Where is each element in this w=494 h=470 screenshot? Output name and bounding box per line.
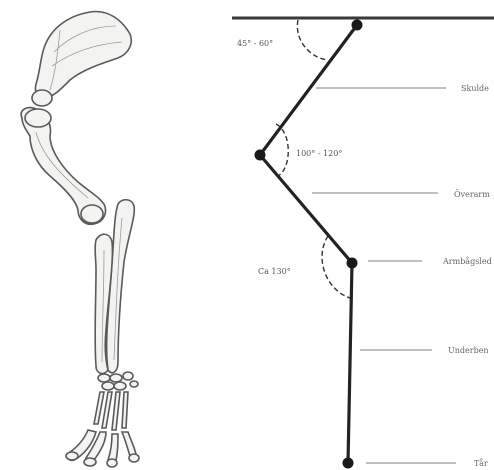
metacarpal-bones	[94, 392, 128, 430]
shoulder-blade-label: Skulde	[461, 84, 489, 93]
phalanx-bones	[66, 430, 139, 467]
humerus-head-bone	[25, 109, 51, 127]
forearm-label: Underben	[448, 346, 489, 355]
shoulder-joint	[352, 20, 363, 31]
foot-label: Tår	[474, 459, 488, 468]
wrist-joint	[347, 258, 358, 269]
shoulder-blade-segment	[260, 25, 357, 155]
elbow-joint-bone	[81, 205, 103, 223]
upper-arm-segment	[260, 155, 352, 263]
elbow-joint	[255, 150, 266, 161]
foot-joint	[343, 458, 354, 469]
wrist-angle-label: Ca 130°	[258, 267, 291, 276]
skeleton-illustration	[21, 12, 139, 467]
upper-arm-label: Överarm	[454, 190, 490, 199]
shoulder-angle-arc	[297, 20, 328, 60]
shoulder-angle-label: 45° - 60°	[237, 39, 273, 48]
wrist-label: Armbågsled	[442, 257, 492, 266]
angle-diagram: 45° - 60° 100° - 120° Ca 130° Skulde Öve…	[232, 18, 494, 469]
elbow-angle-label: 100° - 120°	[296, 149, 342, 158]
scapula-bone	[35, 12, 131, 99]
forearm-segment	[348, 263, 352, 463]
carpal-bones	[98, 372, 138, 390]
shoulder-joint-bone	[32, 90, 52, 106]
